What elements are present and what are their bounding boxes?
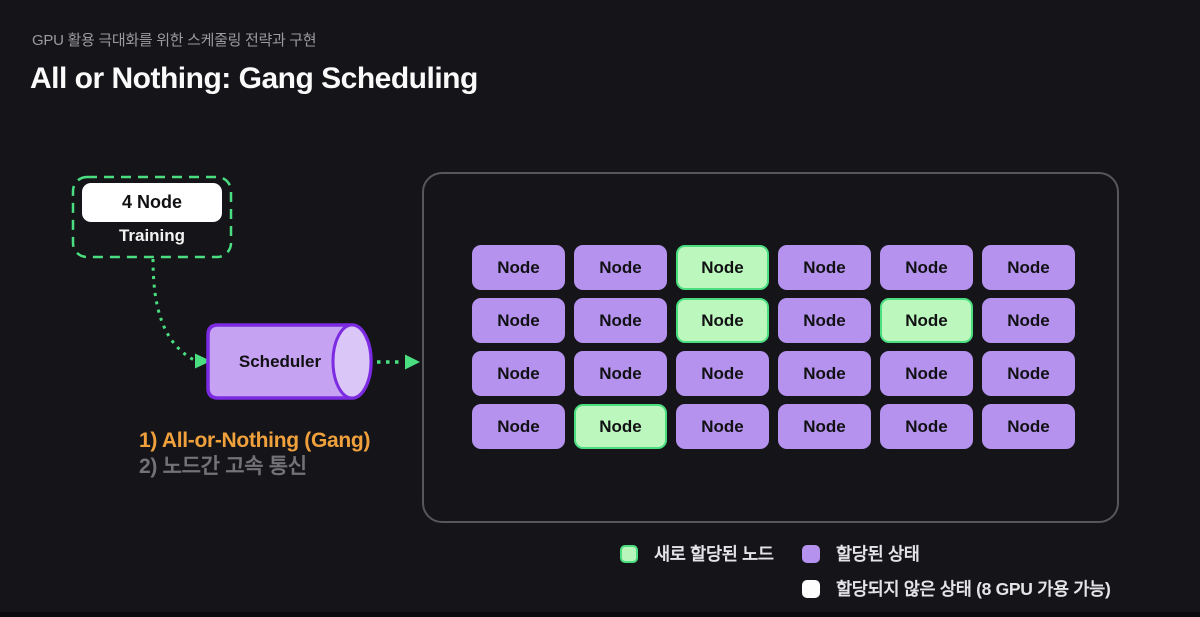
job-node-count-box: 4 Node [82,183,222,222]
notes: 1) All-or-Nothing (Gang) 2) 노드간 고속 통신 [139,428,370,480]
node-cell-r4-c6: Node [982,404,1075,449]
legend-item-free: 할당되지 않은 상태 (8 GPU 가용 가능) [802,576,1111,601]
job-to-scheduler-arrowhead [195,353,211,369]
node-cell-r4-c1: Node [472,404,565,449]
legend-label-allocated: 할당된 상태 [836,544,920,564]
node-cell-r2-c2: Node [574,298,667,343]
node-cell-r4-c4: Node [778,404,871,449]
scheduler-to-cluster-arrowhead [405,354,420,370]
note-all-or-nothing: 1) All-or-Nothing (Gang) [139,429,371,452]
node-cell-r3-c4: Node [778,351,871,396]
node-cell-r2-c5: Node [880,298,973,343]
note-high-speed-comm: 2) 노드간 고속 통신 [139,455,307,478]
node-cell-r3-c5: Node [880,351,973,396]
node-cell-r3-c1: Node [472,351,565,396]
job-caption: Training [118,226,186,245]
legend-swatch-free [802,579,820,598]
node-cell-r2-c3: Node [676,298,769,343]
node-cell-r2-c6: Node [982,298,1075,343]
node-cell-r2-c1: Node [472,298,565,343]
legend-item-new: 새로 할당된 노드 [620,541,774,566]
slide-subtitle: GPU 활용 극대화를 위한 스케줄링 전략과 구현 [32,32,317,49]
node-cell-r3-c2: Node [574,351,667,396]
node-cell-r3-c3: Node [676,351,769,396]
cluster-panel [422,172,1119,523]
page-title: All or Nothing: Gang Scheduling [30,62,478,95]
node-cell-r3-c6: Node [982,351,1075,396]
node-cell-r4-c5: Node [880,404,973,449]
node-cell-r1-c1: Node [472,245,565,290]
node-cell-r1-c2: Node [574,245,667,290]
job-to-scheduler-arrow [151,258,195,362]
legend-label-free: 할당되지 않은 상태 (8 GPU 가용 가능) [836,579,1111,599]
node-cell-r1-c4: Node [778,245,871,290]
legend-swatch-allocated [802,544,820,563]
scheduler-label: Scheduler [238,351,322,371]
legend-item-allocated: 할당된 상태 [802,541,920,566]
node-cell-r1-c5: Node [880,245,973,290]
legend-label-new-node: 새로 할당된 노드 [654,544,774,564]
node-cell-r2-c4: Node [778,298,871,343]
node-cell-r4-c3: Node [676,404,769,449]
node-cell-r1-c3: Node [676,245,769,290]
node-cell-r1-c6: Node [982,245,1075,290]
node-cell-r4-c2: Node [574,404,667,449]
bottom-edge-strip [0,612,1200,617]
legend-swatch-new-node [620,544,638,563]
